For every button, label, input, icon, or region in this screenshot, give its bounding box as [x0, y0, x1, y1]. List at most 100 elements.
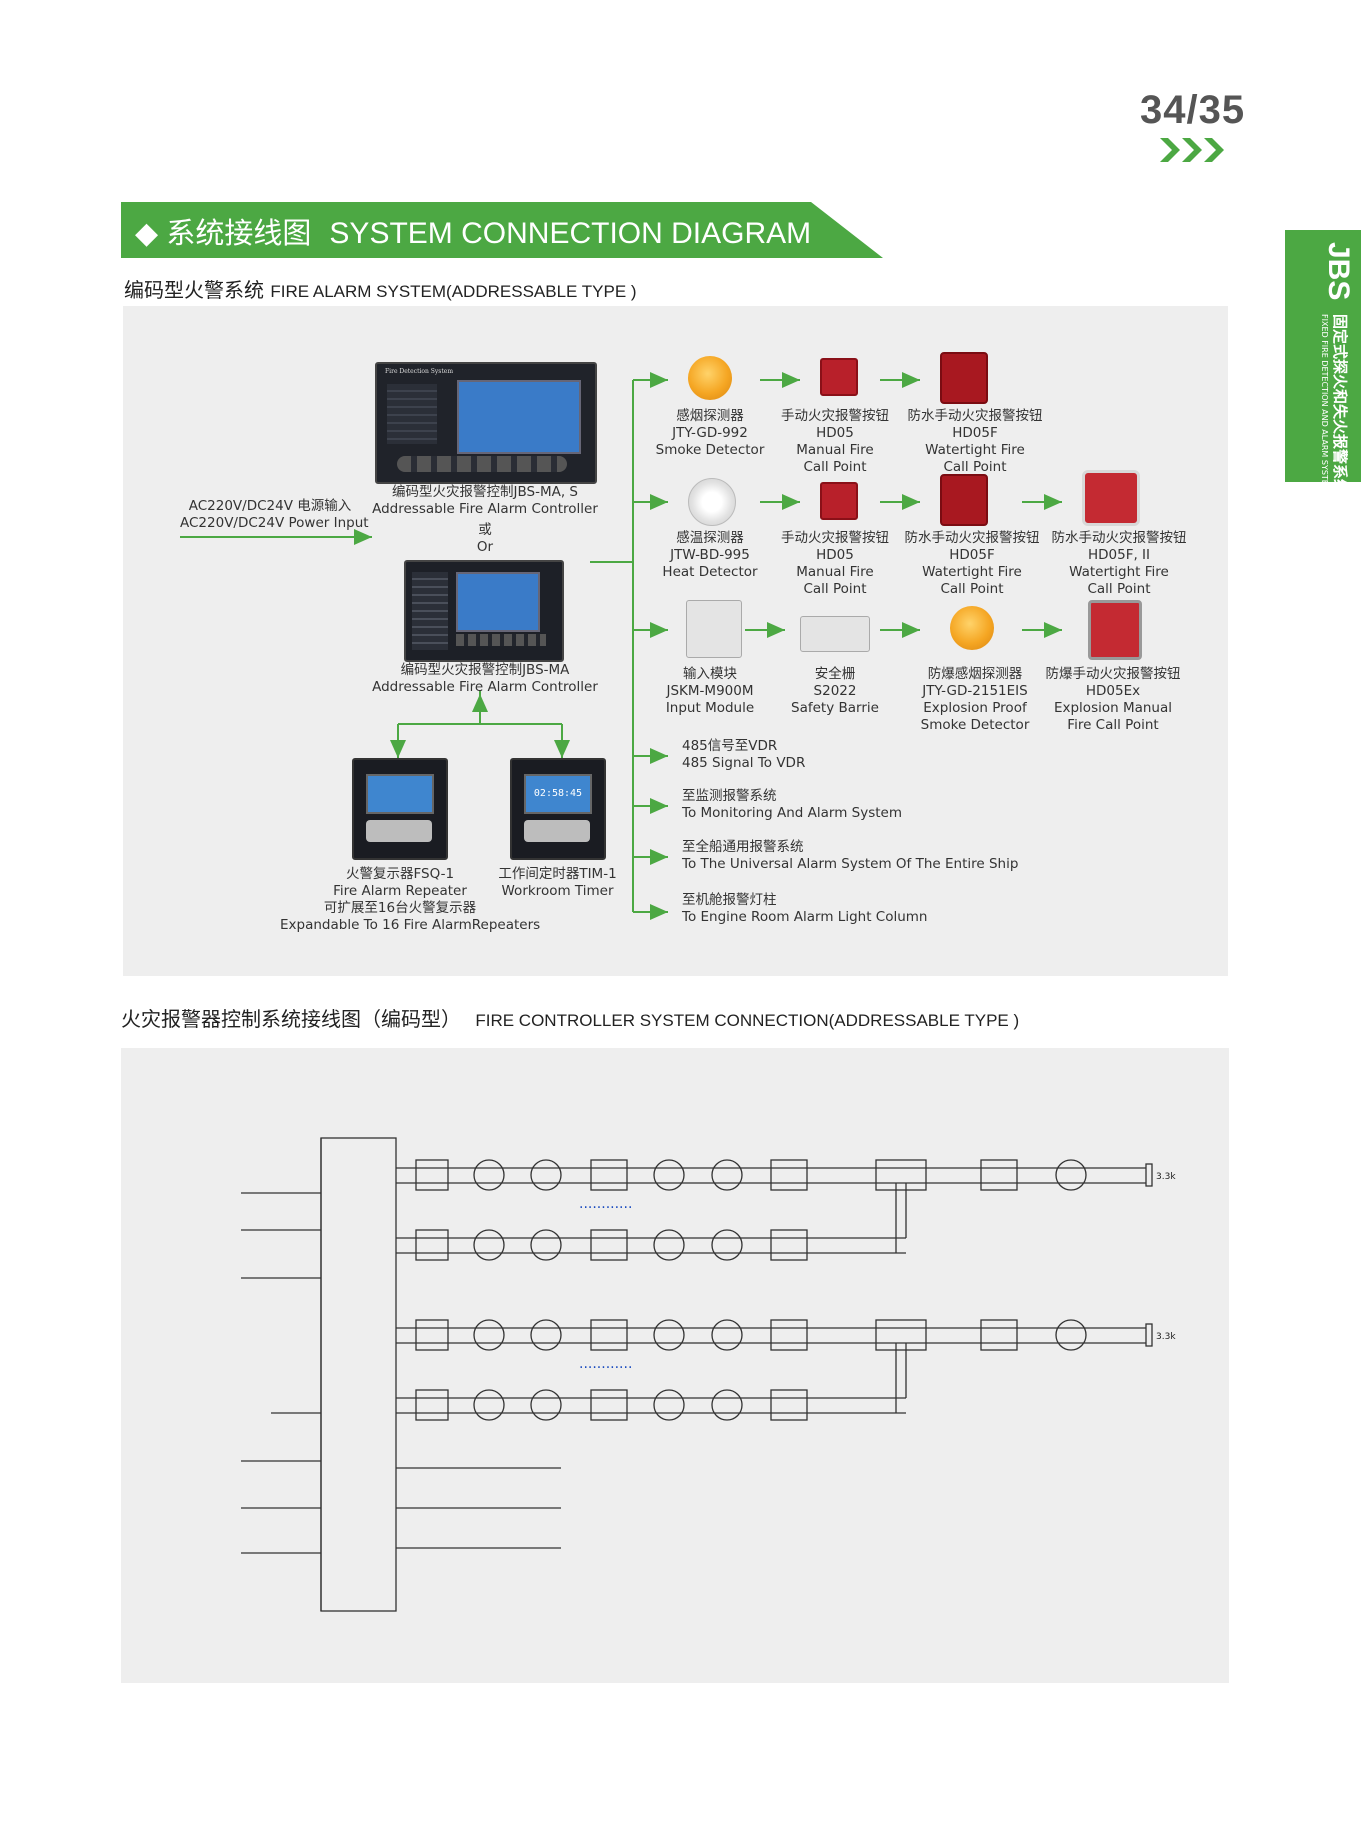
row3-item3-model: JTY-GD-2151EIS: [922, 683, 1028, 699]
controller-ma-cn: 编码型火灾报警控制JBS-MA: [400, 662, 570, 678]
controller-jbs-ma: [404, 560, 564, 662]
controller-s-cn: 编码型火灾报警控制JBS-MA, S: [392, 484, 578, 500]
status-leds: [412, 572, 448, 650]
repeater-keypad: [366, 820, 432, 842]
section1-title: 编码型火警系统 FIRE ALARM SYSTEM(ADDRESSABLE TY…: [124, 274, 637, 303]
output-monitoring-cn: 至监测报警系统: [682, 788, 777, 804]
heat-detector-icon: [688, 478, 736, 526]
continuation-dots-2: ............: [579, 1356, 632, 1372]
row2-item1-cn: 感温探测器: [676, 530, 744, 546]
row3-item3-cn: 防爆感烟探测器: [927, 666, 1023, 682]
smoke-detector-icon: [688, 356, 732, 400]
diamond-icon: ◆: [135, 217, 167, 250]
controller-screen-title: Fire Detection System: [385, 368, 454, 375]
repeater-cn: 火警复示器FSQ-1: [345, 866, 455, 882]
row1-item3-cn: 防水手动火灾报警按钮: [907, 408, 1043, 424]
row3-item4-cn: 防爆手动火灾报警按钮: [1045, 666, 1181, 682]
watertight-call-point-icon: [940, 352, 988, 404]
row1-item2-cn: 手动火灾报警按钮: [781, 408, 889, 424]
output-monitoring-label: 至监测报警系统 To Monitoring And Alarm System: [682, 788, 902, 822]
diagram1-connectors: [180, 372, 1062, 920]
output-vdr-en: 485 Signal To VDR: [682, 755, 806, 771]
controller-jbs-ma-s: Fire Detection System: [375, 362, 597, 484]
banner-background: [121, 202, 883, 258]
controller-screen: [456, 572, 540, 632]
output-vdr-cn: 485信号至VDR: [682, 738, 778, 754]
section1-title-cn: 编码型火警系统: [124, 278, 264, 302]
row1-item3-model: HD05F: [952, 425, 998, 441]
power-input-cn: AC220V/DC24V 电源输入: [188, 498, 352, 514]
section2-title-cn: 火灾报警器控制系统接线图（编码型）: [121, 1007, 461, 1031]
row1-item2-model: HD05: [816, 425, 854, 441]
row3-item4-en1: Explosion Manual: [1053, 700, 1173, 716]
row3-item2-cn: 安全栅: [814, 666, 856, 682]
row1-item1-label: 感烟探测器 JTY-GD-992 Smoke Detector: [650, 408, 770, 459]
row3-item3-label: 防爆感烟探测器 JTY-GD-2151EIS Explosion Proof S…: [900, 666, 1050, 734]
controller-keypad: [397, 456, 567, 472]
banner-title-en: SYSTEM CONNECTION DIAGRAM: [329, 217, 812, 250]
row2-item2-model: HD05: [816, 547, 854, 563]
watertight-call-point-ii-icon: [1082, 470, 1140, 526]
repeater-note-cn: 可扩展至16台火警复示器: [323, 900, 477, 916]
timer-display: 02:58:45: [524, 774, 592, 814]
controller-keypad: [456, 634, 546, 646]
row3-item2-en: Safety Barrie: [791, 700, 879, 716]
manual-call-point-icon: [820, 482, 858, 520]
row2-item2-label: 手动火灾报警按钮 HD05 Manual Fire Call Point: [770, 530, 900, 598]
row2-item3-en2: Call Point: [940, 581, 1004, 597]
or-cn: 或: [478, 522, 492, 538]
row2-item4-label: 防水手动火灾报警按钮 HD05F, II Watertight Fire Cal…: [1044, 530, 1194, 598]
power-input-label: AC220V/DC24V 电源输入 AC220V/DC24V Power Inp…: [180, 498, 369, 532]
or-en: Or: [476, 539, 494, 555]
timer-keypad: [524, 820, 590, 842]
output-universal-cn: 至全船通用报警系统: [682, 839, 804, 855]
side-tab: JBS 固定式探火和失火报警系统 FIXED FIRE DETECTION AN…: [1285, 230, 1361, 494]
device-boxes: [415, 1159, 1153, 1421]
row3-item4-label: 防爆手动火灾报警按钮 HD05Ex Explosion Manual Fire …: [1038, 666, 1188, 734]
row1-item3-label: 防水手动火灾报警按钮 HD05F Watertight Fire Call Po…: [900, 408, 1050, 476]
row3-item1-cn: 输入模块: [683, 666, 737, 682]
row2-item1-model: JTW-BD-995: [670, 547, 750, 563]
banner-title-cn: 系统接线图: [166, 218, 312, 250]
controller-ma-en: Addressable Fire Alarm Controller: [372, 679, 598, 695]
controller-s-label: 编码型火灾报警控制JBS-MA, S Addressable Fire Alar…: [370, 484, 600, 556]
row2-item3-label: 防水手动火灾报警按钮 HD05F Watertight Fire Call Po…: [897, 530, 1047, 598]
chevron-right-icon: [1160, 138, 1224, 162]
resistor-label-2: 3.3k: [1156, 1332, 1176, 1342]
row2-item2-en2: Call Point: [803, 581, 867, 597]
row2-item3-model: HD05F: [949, 547, 995, 563]
row1-item2-en2: Call Point: [803, 459, 867, 475]
wiring-schematic: 3.3k 3.3k ............ ............: [241, 1137, 1176, 1612]
section2-title-en: FIRE CONTROLLER SYSTEM CONNECTION(ADDRES…: [475, 1011, 1020, 1030]
output-universal-en: To The Universal Alarm System Of The Ent…: [682, 856, 1019, 872]
row2-item3-en1: Watertight Fire: [922, 564, 1022, 580]
row2-item4-en2: Call Point: [1087, 581, 1151, 597]
repeater-note-en: Expandable To 16 Fire AlarmRepeaters: [280, 917, 541, 933]
diagram2-panel: [121, 1048, 1229, 1683]
row2-item1-label: 感温探测器 JTW-BD-995 Heat Detector: [650, 530, 770, 581]
output-universal-label: 至全船通用报警系统 To The Universal Alarm System …: [682, 839, 1018, 873]
page-number: 34/35: [1140, 88, 1246, 132]
explosion-call-point-icon: [1088, 600, 1142, 660]
row3-item4-en2: Fire Call Point: [1067, 717, 1159, 733]
input-module-icon: [686, 600, 742, 658]
row1-item3-en2: Call Point: [943, 459, 1007, 475]
row3-item1-label: 输入模块 JSKM-M900M Input Module: [650, 666, 770, 717]
timer-label: 工作间定时器TIM-1 Workroom Timer: [490, 866, 625, 900]
explosion-proof-smoke-detector-icon: [950, 606, 994, 650]
safety-barrier-icon: [800, 616, 870, 652]
row1-item3-en1: Watertight Fire: [925, 442, 1025, 458]
output-engine-en: To Engine Room Alarm Light Column: [682, 909, 928, 925]
continuation-dots-1: ............: [579, 1196, 632, 1212]
row3-item1-model: JSKM-M900M: [666, 683, 754, 699]
row3-item4-model: HD05Ex: [1085, 683, 1141, 699]
row2-item4-cn: 防水手动火灾报警按钮: [1051, 530, 1187, 546]
timer-en: Workroom Timer: [501, 883, 614, 899]
left-terminals: [241, 1192, 321, 1554]
row2-item4-en1: Watertight Fire: [1069, 564, 1169, 580]
row1-item1-cn: 感烟探测器: [676, 408, 744, 424]
row3-item3-en1: Explosion Proof: [923, 700, 1027, 716]
section-banner: ◆ 系统接线图 SYSTEM CONNECTION DIAGRAM: [121, 202, 883, 258]
timer-cn: 工作间定时器TIM-1: [498, 866, 617, 882]
row3-item3-en2: Smoke Detector: [920, 717, 1030, 733]
